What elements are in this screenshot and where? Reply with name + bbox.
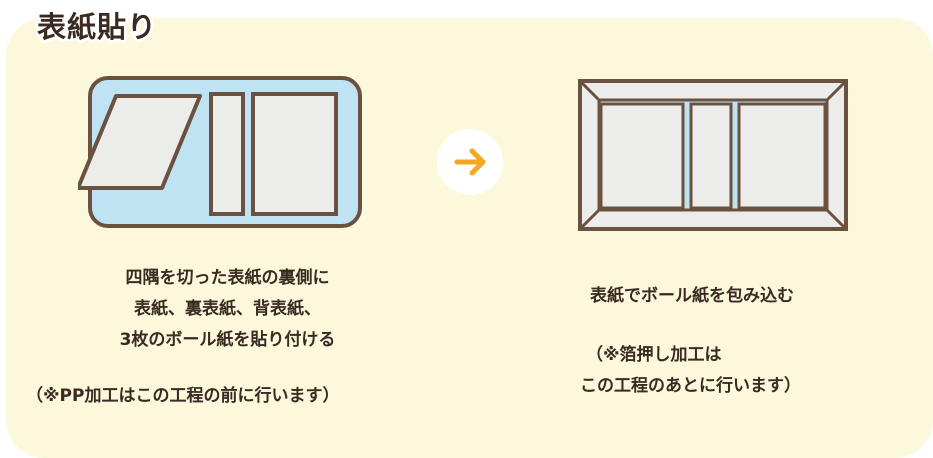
back-board xyxy=(739,104,825,208)
right-note-line-2: この工程のあとに行います） xyxy=(580,371,801,402)
left-caption: 四隅を切った表紙の裏側に 表紙、裏表紙、背表紙、 3枚のボール紙を貼り付ける xyxy=(0,263,455,356)
spine-board xyxy=(211,94,243,214)
arrow-right-icon xyxy=(437,129,503,195)
left-illustration xyxy=(78,72,368,232)
spine-board xyxy=(691,104,731,208)
right-illustration xyxy=(577,78,849,232)
arrow-circle xyxy=(437,129,503,195)
right-caption: 表紙でボール紙を包み込む xyxy=(590,281,794,312)
page-title: 表紙貼り xyxy=(37,4,157,46)
right-note: （※箔押し加工は この工程のあとに行います） xyxy=(580,340,801,402)
back-board xyxy=(253,94,336,214)
left-note: （※PP加工はこの工程の前に行います） xyxy=(26,381,339,412)
right-note-line-1: （※箔押し加工は xyxy=(580,340,801,371)
left-caption-line-1: 四隅を切った表紙の裏側に xyxy=(0,263,455,294)
left-caption-line-2: 表紙、裏表紙、背表紙、 xyxy=(0,294,455,325)
left-caption-line-3: 3枚のボール紙を貼り付ける xyxy=(0,325,455,356)
front-board xyxy=(601,104,683,208)
